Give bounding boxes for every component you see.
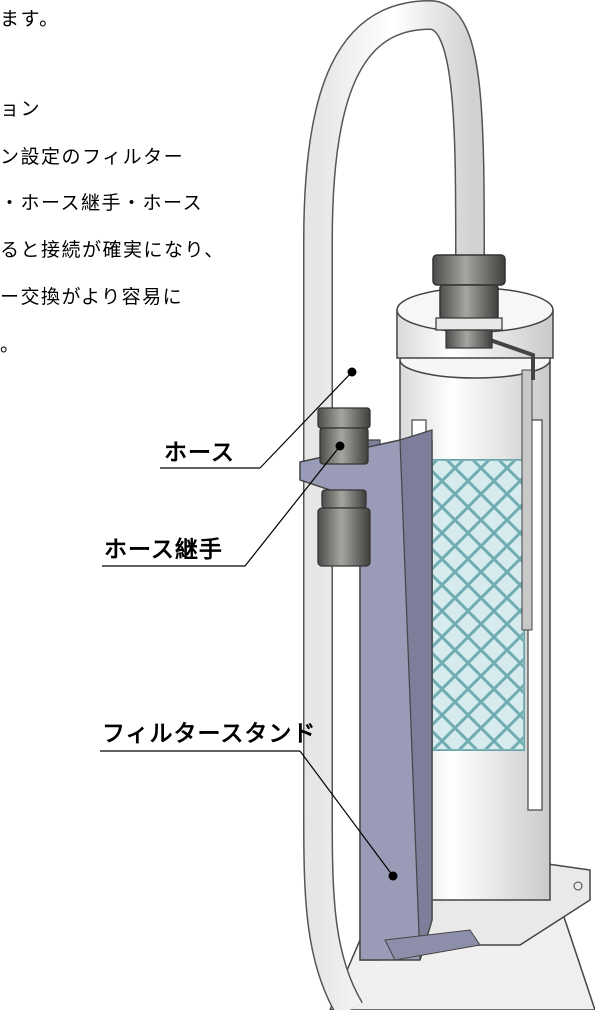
hose-joint — [317, 407, 371, 567]
description-line-5: ると接続が確実になり、 — [0, 239, 225, 261]
hose — [303, 0, 485, 1010]
description-line-2: ョン — [0, 98, 42, 120]
description-line-6: ー交換がより容易に — [0, 286, 184, 308]
filter-stand — [299, 429, 481, 961]
leader-lines — [100, 367, 398, 881]
hose-joint-label: ホース継手 — [104, 537, 223, 563]
hose-label: ホース — [164, 440, 235, 466]
filter-stand-label: フィルタースタンド — [102, 721, 317, 747]
description-line-3: ン設定のフィルター — [0, 146, 185, 168]
top-hose-joint — [432, 254, 506, 349]
description-line-4: ・ホース継手・ホース — [0, 192, 204, 214]
description-line-7: 。 — [0, 334, 21, 356]
description-line-1: ます。 — [0, 8, 60, 30]
